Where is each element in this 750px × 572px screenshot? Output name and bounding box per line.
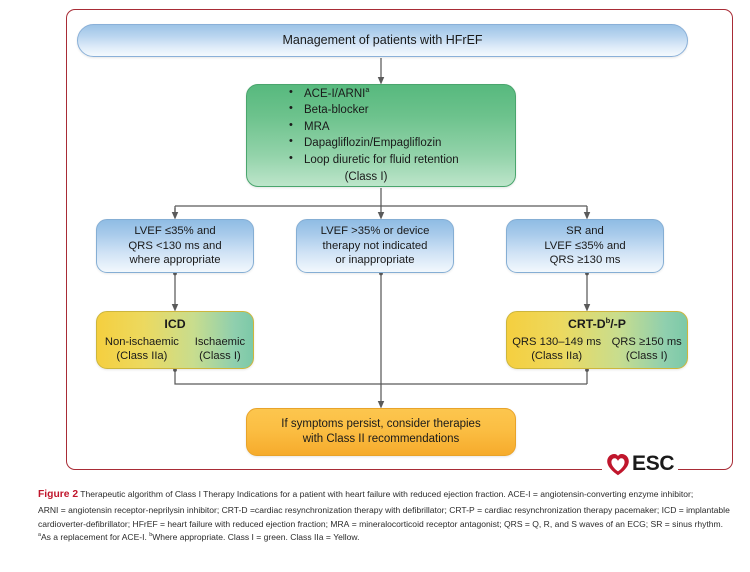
device-box-icd: ICD Non-ischaemic (Class IIa) Ischaemic …: [96, 311, 254, 369]
list-item: Loop diuretic for fluid retention: [289, 151, 459, 169]
device-column-heading: QRS 130–149 ms: [512, 335, 602, 348]
criteria-box-right: SR and LVEF ≤35% and QRS ≥130 ms: [506, 219, 664, 273]
criteria-box-middle: LVEF >35% or device therapy not indicate…: [296, 219, 454, 273]
criteria-line: LVEF ≤35% and: [134, 224, 216, 237]
criteria-line: LVEF >35% or device: [320, 224, 430, 237]
device-column: Ischaemic (Class I): [195, 335, 245, 363]
therapy-list: ACE-I/ARNIa Beta-blocker MRA Dapaglifloz…: [289, 85, 459, 169]
device-title-icd: ICD: [164, 317, 186, 331]
device-column-class: (Class I): [625, 349, 668, 362]
device-column: QRS 130–149 ms (Class IIa): [512, 335, 601, 363]
device-column-class: (Class I): [199, 349, 241, 362]
esc-logo: ESC: [602, 452, 679, 476]
device-column-heading: Non-ischaemic: [104, 335, 179, 348]
device-column: QRS ≥150 ms (Class I): [612, 335, 682, 363]
list-item: ACE-I/ARNIa: [289, 85, 459, 103]
device-box-crt: CRT-Db/-P QRS 130–149 ms (Class IIa) QRS…: [506, 311, 688, 369]
esc-label: ESC: [632, 452, 675, 475]
criteria-line: SR and: [566, 224, 604, 237]
footnote-marker-b: b: [605, 315, 611, 325]
outcome-box: If symptoms persist, consider therapies …: [246, 408, 516, 456]
criteria-line: therapy not indicated: [322, 239, 428, 252]
device-column-heading: Ischaemic: [194, 335, 246, 348]
outcome-line: with Class II recommendations: [302, 433, 460, 445]
outcome-line: If symptoms persist, consider therapies: [281, 418, 481, 431]
device-column-class: (Class IIa): [116, 349, 168, 362]
device-column-class: (Class IIa): [531, 349, 583, 362]
footnote-marker-a: a: [365, 85, 370, 94]
therapy-class-label: (Class I): [344, 171, 388, 184]
device-columns: QRS 130–149 ms (Class IIa) QRS ≥150 ms (…: [507, 335, 687, 363]
device-column-heading: QRS ≥150 ms: [611, 335, 682, 348]
device-column: Non-ischaemic (Class IIa): [105, 335, 179, 363]
caption-text: Therapeutic algorithm of Class I Therapy…: [38, 489, 730, 543]
header-management-box: Management of patients with HFrEF: [77, 24, 688, 57]
criteria-line: QRS <130 ms and: [128, 239, 222, 252]
figure-caption: Figure 2 Therapeutic algorithm of Class …: [38, 487, 736, 545]
device-columns: Non-ischaemic (Class IIa) Ischaemic (Cla…: [97, 335, 253, 363]
criteria-line: where appropriate: [129, 254, 221, 267]
list-item: Beta-blocker: [289, 101, 459, 119]
criteria-line: LVEF ≤35% and: [544, 239, 626, 252]
therapy-box: ACE-I/ARNIa Beta-blocker MRA Dapaglifloz…: [246, 84, 516, 187]
device-title-crt: CRT-Db/-P: [568, 315, 626, 331]
criteria-line: or inappropriate: [335, 254, 415, 267]
figure-label: Figure 2: [38, 489, 79, 500]
list-item: Dapagliflozin/Empagliflozin: [289, 134, 459, 152]
heart-icon: [607, 453, 629, 475]
header-title: Management of patients with HFrEF: [282, 33, 483, 48]
list-item: MRA: [289, 118, 459, 136]
criteria-box-left: LVEF ≤35% and QRS <130 ms and where appr…: [96, 219, 254, 273]
criteria-line: QRS ≥130 ms: [549, 254, 621, 267]
